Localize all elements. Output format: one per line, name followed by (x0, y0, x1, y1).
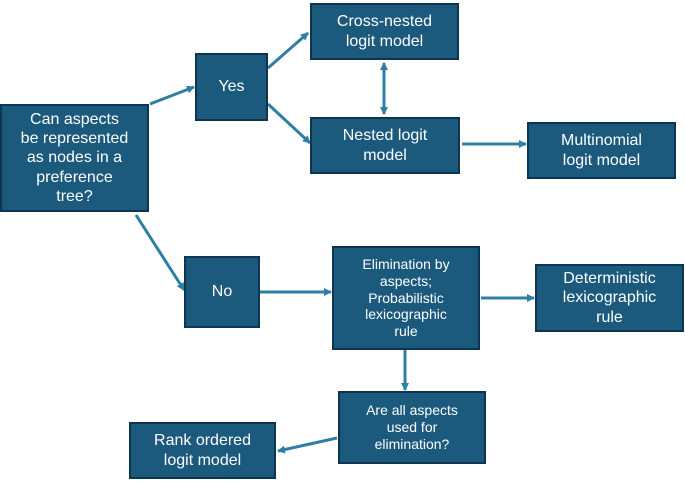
arrow-yes-to-nested (266, 102, 312, 145)
node-multinomial-logit-model: Multinomial logit model (527, 122, 676, 179)
multinomial-logit-model-text: Multinomial logit model (561, 132, 642, 169)
arrow-question-to-no (134, 214, 186, 291)
node-yes: Yes (195, 53, 268, 121)
arrow-aspects-question-to-rank-ordered (277, 436, 338, 454)
elimination-by-aspects-text: Elimination by aspects; Probabilistic le… (362, 256, 450, 340)
cross-nested-logit-model-text: Cross-nested logit model (336, 13, 433, 50)
deterministic-lexicographic-rule-text: Deterministic lexicographic rule (562, 270, 657, 326)
no-text: No (211, 283, 233, 301)
nested-logit-model-text: Nested logit model (342, 127, 428, 164)
yes-text: Yes (218, 78, 245, 96)
node-elimination-by-aspects: Elimination by aspects; Probabilistic le… (332, 246, 480, 350)
node-rank-ordered-logit-model: Rank ordered logit model (129, 422, 276, 479)
node-question-preference-tree: Can aspects be represented as nodes in a… (0, 104, 149, 212)
arrow-question-to-yes (149, 85, 195, 106)
node-cross-nested-logit-model: Cross-nested logit model (310, 3, 459, 60)
node-no: No (184, 256, 260, 328)
node-question-all-aspects: Are all aspects used for elimination? (338, 391, 486, 464)
question-preference-tree-text: Can aspects be represented as nodes in a… (20, 111, 129, 205)
node-deterministic-lexicographic-rule: Deterministic lexicographic rule (535, 264, 684, 332)
arrow-yes-to-cross-nested (267, 31, 309, 70)
node-nested-logit-model: Nested logit model (310, 117, 460, 174)
rank-ordered-logit-model-text: Rank ordered logit model (154, 432, 251, 469)
question-all-aspects-text: Are all aspects used for elimination? (366, 402, 458, 452)
